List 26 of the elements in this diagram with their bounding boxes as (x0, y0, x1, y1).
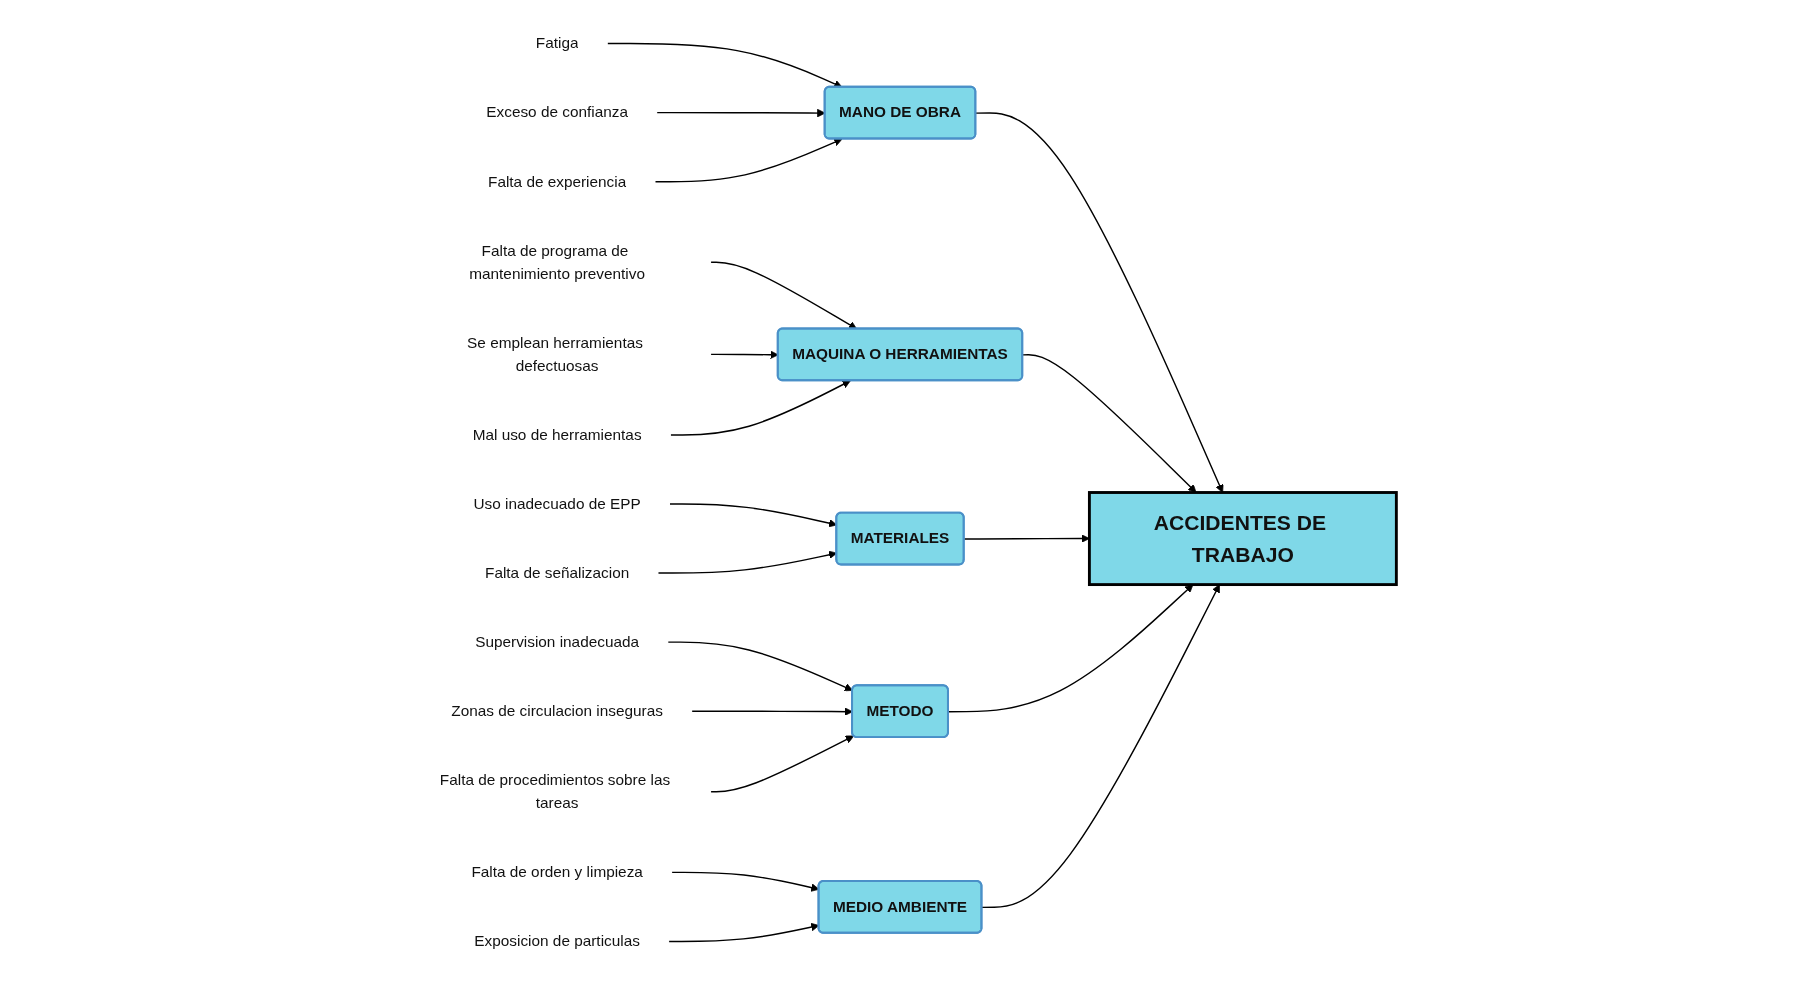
arrow (667, 641, 853, 692)
arrow (975, 112, 1224, 493)
arrow (947, 584, 1194, 713)
node-text: Exposicion de particulas (474, 932, 640, 950)
arrow (690, 707, 853, 716)
node-text: Falta de programa de mantenimiento preventivo (469, 242, 645, 282)
arrow (709, 735, 855, 793)
node-text: Falta de señalizacion (485, 564, 630, 581)
node-text: Falta de experiencia (488, 173, 627, 190)
node-text: Falta de orden y limpieza (471, 863, 643, 881)
node-text: Mal uso de herramientas (472, 426, 642, 443)
arrow (963, 534, 1090, 543)
arrow (654, 138, 843, 183)
node-text: Exceso de confianza (486, 104, 628, 121)
node-text: Supervision inadecuada (475, 633, 640, 650)
arrow (1022, 354, 1197, 493)
arrow (709, 261, 858, 330)
arrow (606, 42, 843, 88)
node-text: Uso inadecuado de EPP (473, 495, 641, 512)
arrow (669, 380, 851, 436)
node-box: ACCIDENTES DE TRABAJO (1087, 491, 1398, 587)
node-text: Falta de procedimientos sobre las tareas (439, 771, 671, 811)
node-text: Se emplean herramientas defectuosas (467, 334, 643, 374)
arrow (981, 584, 1220, 909)
node-text: Fatiga (535, 34, 579, 52)
node-text: Zonas de circulacion inseguras (451, 702, 663, 719)
